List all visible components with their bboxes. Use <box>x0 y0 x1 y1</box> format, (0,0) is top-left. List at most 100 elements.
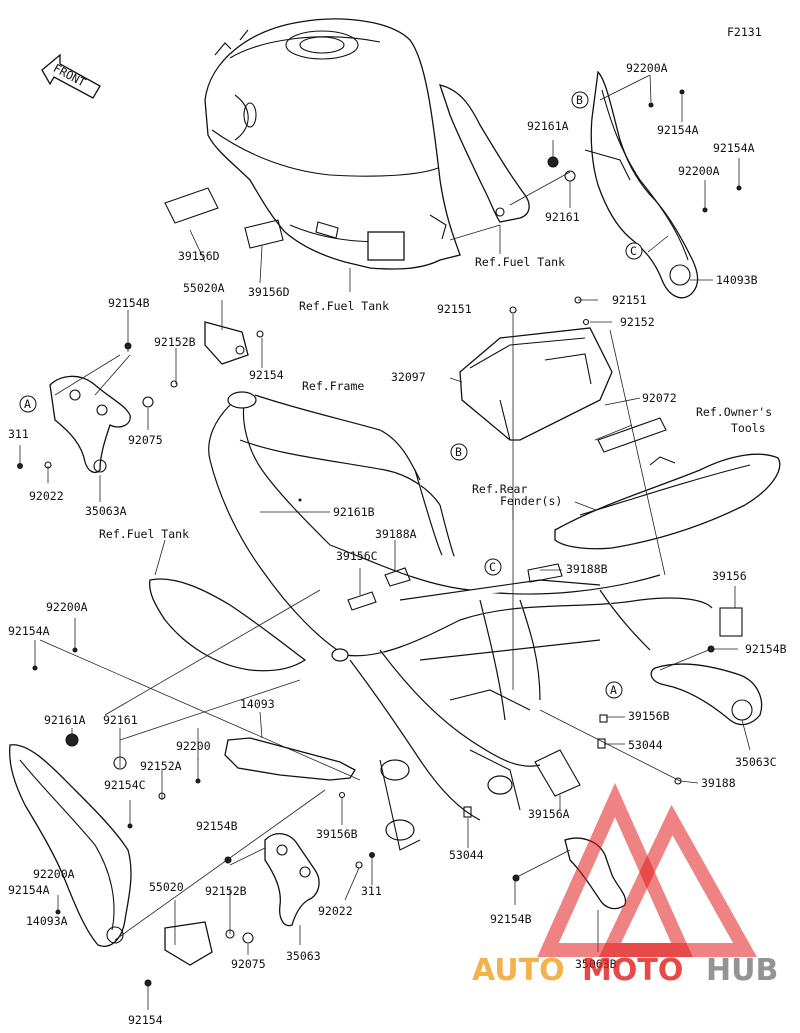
label-ref-rear: Ref.Rear <box>472 482 527 496</box>
side-cover-left-lower <box>9 744 132 947</box>
decal-39156D-upper <box>164 187 219 224</box>
label-92152: 92152 <box>620 315 655 329</box>
label-39188B: 39188B <box>566 562 608 576</box>
label-92022-upper: 92022 <box>29 489 64 503</box>
label-92200: 92200 <box>176 739 211 753</box>
label-fenders: Fender(s) <box>500 494 562 508</box>
label-92200A-left: 92200A <box>46 600 88 614</box>
label-35063A: 35063A <box>85 504 127 518</box>
label-ref-fuel-tank-mid: Ref.Fuel Tank <box>299 299 389 313</box>
ref-circle-B-frame: B <box>455 445 462 459</box>
decal-39156D-lower <box>244 219 284 249</box>
label-92154B-right: 92154B <box>745 642 787 656</box>
label-tools: Tools <box>731 421 766 435</box>
decal-39156C <box>347 591 377 611</box>
label-92154A-top: 92154A <box>657 123 699 137</box>
label-14093: 14093 <box>240 697 275 711</box>
side-cover-right-upper <box>584 70 699 299</box>
label-92154B-bottom: 92154B <box>490 912 532 926</box>
label-92200A-right: 92200A <box>678 164 720 178</box>
label-32097: 32097 <box>391 370 426 384</box>
label-53044-lower: 53044 <box>449 848 484 862</box>
ref-circle-A-right: A <box>610 683 617 697</box>
label-92072: 92072 <box>642 391 677 405</box>
footpeg-bracket-35063 <box>264 833 320 927</box>
label-92200A-lower: 92200A <box>33 867 75 881</box>
label-ref-fuel-tank-top: Ref.Fuel Tank <box>475 255 565 269</box>
label-92075-lower: 92075 <box>231 957 266 971</box>
decal-39156 <box>719 607 743 637</box>
label-92154-upper: 92154 <box>249 368 284 382</box>
label-35063: 35063 <box>286 949 321 963</box>
part-labels: F2131 92200A 92161A 92154A 92154A 92200A… <box>8 25 787 1027</box>
rear-fender <box>554 453 781 550</box>
label-92161A-left: 92161A <box>44 713 86 727</box>
fuel-tank-side-bracket <box>439 84 530 223</box>
label-92152B-lower: 92152B <box>205 884 247 898</box>
front-arrow-icon: FRONT <box>41 53 101 99</box>
label-92161A-top: 92161A <box>527 119 569 133</box>
label-39156B-lower: 39156B <box>316 827 358 841</box>
label-92152A: 92152A <box>140 759 182 773</box>
ref-circles: B C A B C A <box>19 91 643 699</box>
label-55020A: 55020A <box>183 281 225 295</box>
label-39156D-a: 39156D <box>178 249 220 263</box>
heel-plate-left-upper <box>204 321 249 365</box>
label-92152B-upper: 92152B <box>154 335 196 349</box>
side-cover-14093 <box>224 737 356 781</box>
decal-39188A <box>384 567 411 587</box>
label-ref-frame: Ref.Frame <box>302 379 364 393</box>
label-39156B-right: 39156B <box>628 709 670 723</box>
ref-circle-A-left: A <box>24 397 31 411</box>
label-92154A-lower: 92154A <box>8 883 50 897</box>
decal-39156A <box>534 749 581 797</box>
label-92075-upper: 92075 <box>128 433 163 447</box>
label-53044-right: 53044 <box>628 738 663 752</box>
label-92154B-lower: 92154B <box>196 819 238 833</box>
watermark-auto: AUTO <box>472 953 565 988</box>
footpeg-bracket-left-upper <box>49 375 131 473</box>
fuel-tank-side-cover <box>149 578 307 672</box>
label-92154A-right: 92154A <box>713 141 755 155</box>
label-311-upper: 311 <box>8 427 29 441</box>
watermark-moto: MOTO <box>582 953 683 988</box>
label-ref-fuel-tank-left: Ref.Fuel Tank <box>99 527 189 541</box>
label-35063C: 35063C <box>735 755 777 769</box>
label-35063B: 35063B <box>575 957 617 971</box>
label-92161B: 92161B <box>333 505 375 519</box>
ref-circle-B-upper: B <box>576 93 583 107</box>
label-92154-lower: 92154 <box>128 1013 163 1027</box>
label-39156D-b: 39156D <box>248 285 290 299</box>
battery-case <box>459 327 613 441</box>
label-92151-right: 92151 <box>612 293 647 307</box>
label-14093B: 14093B <box>716 273 758 287</box>
label-92161-left: 92161 <box>103 713 138 727</box>
label-92022-lower: 92022 <box>318 904 353 918</box>
label-92154C: 92154C <box>104 778 146 792</box>
owners-tools <box>597 417 667 453</box>
label-92200A-top: 92200A <box>626 61 668 75</box>
watermark-logo: AUTO MOTO HUB <box>472 782 778 988</box>
main-frame <box>208 391 713 851</box>
label-39156A: 39156A <box>528 807 570 821</box>
watermark-hub: HUB <box>706 953 778 988</box>
leader-lines <box>19 74 751 1010</box>
label-92161-top: 92161 <box>545 210 580 224</box>
label-92154B-upper: 92154B <box>108 296 150 310</box>
label-39188A: 39188A <box>375 527 417 541</box>
figure-code: F2131 <box>727 25 762 39</box>
label-14093A: 14093A <box>26 914 68 928</box>
label-55020: 55020 <box>149 880 184 894</box>
label-92154A-left: 92154A <box>8 624 50 638</box>
label-ref-owners: Ref.Owner's <box>696 405 772 419</box>
label-92151-left: 92151 <box>437 302 472 316</box>
fuel-tank-drawing <box>204 18 461 270</box>
decal-39188B <box>527 563 563 583</box>
label-39188: 39188 <box>701 776 736 790</box>
label-311-lower: 311 <box>361 884 382 898</box>
ref-circle-C-frame: C <box>489 560 496 574</box>
label-39156C: 39156C <box>336 549 378 563</box>
label-39156: 39156 <box>712 569 747 583</box>
